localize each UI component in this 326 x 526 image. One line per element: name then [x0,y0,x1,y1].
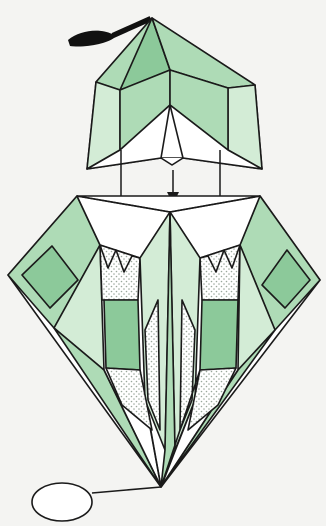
bottom-piece [8,196,320,487]
left-green-tab [104,300,140,370]
top-piece [87,18,262,169]
right-green-tab [200,300,238,370]
loop-icon [32,483,161,521]
